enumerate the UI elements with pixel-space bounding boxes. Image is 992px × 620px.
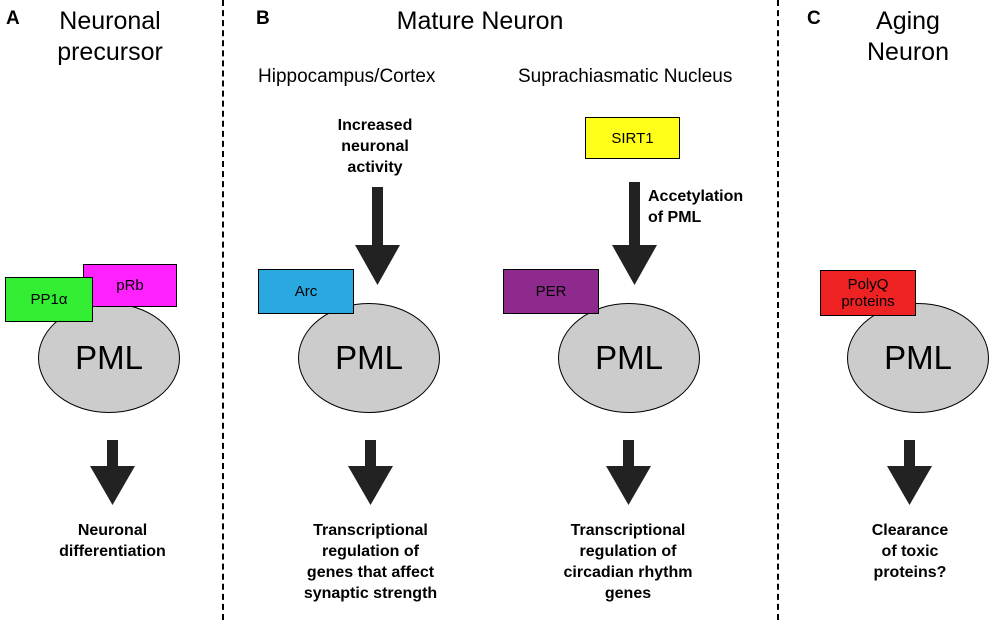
pml-ellipse-b-left: PML [298, 303, 440, 413]
arrow-sirt1-down-icon [612, 182, 657, 285]
box-arc: Arc [258, 269, 354, 314]
divider-b-c [777, 0, 779, 620]
panel-a-outcome-line2: differentiation [59, 543, 166, 560]
input-line1: Increased [337, 117, 413, 134]
pml-label-c: PML [884, 339, 952, 376]
panel-a-title: Neuronal precursor [10, 6, 210, 68]
panel-b-right-outcome-line3: circadian rhythm [563, 564, 693, 581]
panel-c-outcome: Clearance of toxic proteins? [840, 520, 980, 583]
panel-b-letter: B [256, 8, 270, 29]
box-polyq-line1: PolyQ [847, 276, 889, 293]
panel-b-right-outcome-line1: Transcriptional [570, 522, 686, 539]
panel-b-right-outcome: Transcriptional regulation of circadian … [530, 520, 726, 604]
panel-c-outcome-line2: of toxic [881, 543, 939, 560]
panel-c-outcome-line1: Clearance [871, 522, 949, 539]
box-polyq-proteins: PolyQ proteins [820, 270, 916, 316]
panel-a-letter: A [6, 8, 20, 29]
panel-b-right-outcome-line4: genes [604, 585, 652, 602]
box-prb: pRb [83, 264, 177, 307]
panel-c-outcome-line3: proteins? [873, 564, 947, 581]
panel-c-title-line1: Aging [876, 7, 940, 35]
box-pp1a: PP1α [5, 277, 93, 322]
panel-b-left-outcome-line2: regulation of [322, 543, 419, 560]
pml-label-b-left: PML [335, 339, 403, 376]
box-polyq-line2: proteins [841, 293, 895, 310]
panel-b-left-outcome: Transcriptional regulation of genes that… [263, 520, 478, 604]
box-sirt1: SIRT1 [585, 117, 680, 159]
panel-b-left-outcome-line1: Transcriptional [313, 522, 428, 539]
panel-b-left-outcome-line4: synaptic strength [303, 585, 438, 602]
arrow-b-right-down-icon [606, 440, 651, 505]
panel-a-title-line2: precursor [57, 38, 163, 66]
panel-c-title-line2: Neuron [867, 38, 949, 66]
panel-c-letter: C [807, 8, 821, 29]
pml-ellipse-b-right: PML [558, 303, 700, 413]
panel-b-right-outcome-line2: regulation of [579, 543, 677, 560]
pml-label-b-right: PML [595, 339, 663, 376]
panel-b-left-outcome-line3: genes that affect [306, 564, 435, 581]
annotation-line1: Accetylation [648, 188, 744, 205]
panel-c-title: Aging Neuron [828, 6, 988, 68]
input-neuronal-activity: Increased neuronal activity [300, 115, 450, 178]
panel-a-title-line1: Neuronal [59, 7, 161, 35]
annotation-line2: of PML [648, 209, 702, 226]
arrow-activity-down-icon [355, 187, 400, 285]
panel-b-title: Mature Neuron [396, 7, 564, 35]
pml-ellipse-c: PML [847, 303, 989, 413]
pml-label-a: PML [75, 339, 143, 376]
arrow-c-down-icon [887, 440, 932, 505]
box-per: PER [503, 269, 599, 314]
subtitle-hippocampus-cortex: Hippocampus/Cortex [258, 66, 436, 87]
arrow-b-left-down-icon [348, 440, 393, 505]
input-line2: neuronal [341, 138, 409, 155]
subtitle-suprachiasmatic-nucleus: Suprachiasmatic Nucleus [518, 66, 733, 87]
panel-a-outcome: Neuronal differentiation [30, 520, 195, 562]
annotation-accetylation: Accetylation of PML [648, 186, 768, 228]
arrow-a-down-icon [90, 440, 135, 505]
divider-a-b [222, 0, 224, 620]
input-line3: activity [347, 159, 403, 176]
panel-a-outcome-line1: Neuronal [77, 522, 148, 539]
